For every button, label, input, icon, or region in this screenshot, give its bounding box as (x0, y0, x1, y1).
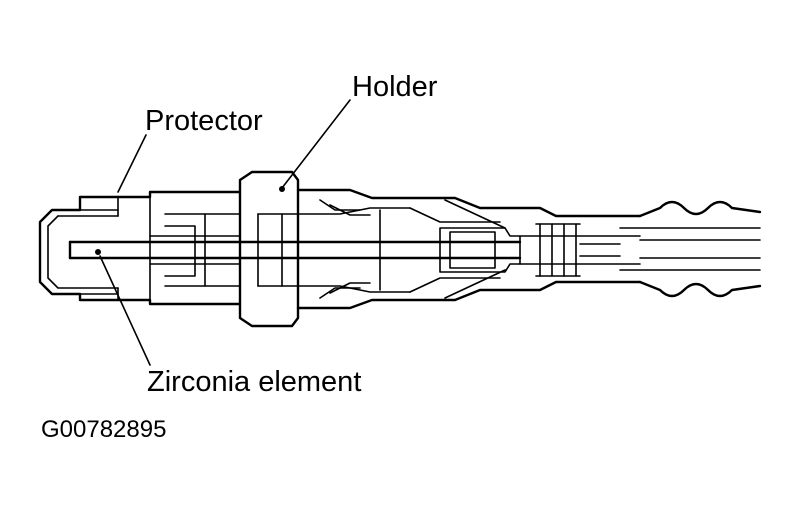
holder-leader (281, 99, 351, 189)
leader-lines (95, 99, 351, 366)
zirconia-leader-dot (95, 249, 101, 255)
figure-id: G00782895 (41, 416, 167, 443)
zirconia-leader (99, 255, 151, 366)
protector-leader (117, 134, 147, 193)
protector-label: Protector (145, 105, 263, 137)
terminal-contacts (439, 223, 641, 277)
cable-boot (619, 200, 762, 298)
zirconia-element (68, 235, 522, 265)
protector-shell (38, 195, 120, 302)
holder-label: Holder (352, 71, 438, 103)
zirconia-element-label: Zirconia element (147, 366, 362, 398)
holder-leader-dot (279, 186, 285, 192)
holder-body (116, 170, 642, 328)
